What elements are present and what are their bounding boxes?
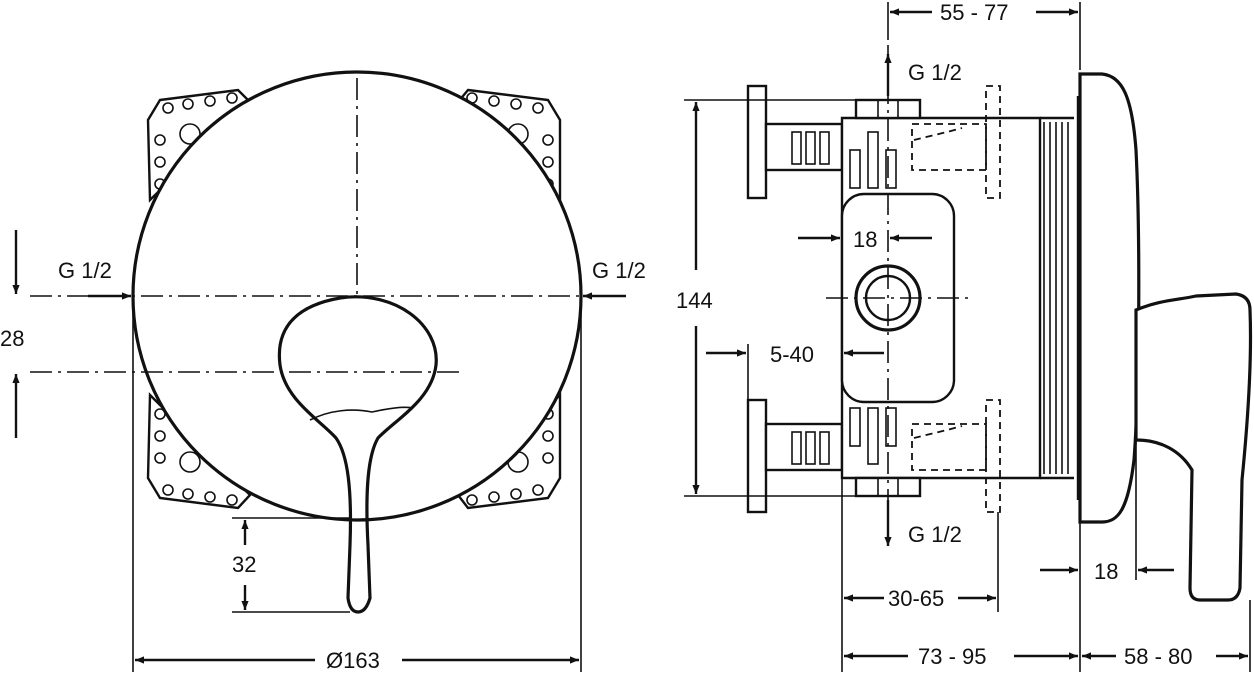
top-outlet-label: G 1/2: [908, 60, 962, 85]
dim-73-95-label: 73 - 95: [918, 644, 987, 669]
left-inlet-label: G 1/2: [58, 258, 112, 283]
dim-5-40-label: 5-40: [770, 342, 814, 367]
pipe-connector-bottom: [764, 422, 844, 472]
connector-slots-top: [791, 131, 830, 165]
dim-144-label: 144: [676, 288, 713, 313]
cover-plate-profile: [1078, 72, 1141, 524]
dim-55-77-label: 55 - 77: [940, 0, 1009, 25]
lever-handle: [277, 295, 438, 614]
bottom-outlet-label: G 1/2: [908, 522, 962, 547]
body-threads: [1040, 116, 1074, 480]
dim-58-80-label: 58 - 80: [1124, 644, 1193, 669]
dim-30-65-label: 30-65: [888, 586, 944, 611]
right-inlet-label: G 1/2: [592, 258, 646, 283]
side-view: G 1/2 G 1/2 55 - 77 144 18 5-40 18 3: [676, 0, 1253, 672]
dim-18-handle-label: 18: [1094, 559, 1118, 584]
body-slots-top: [849, 131, 897, 189]
lever-inner-curve: [309, 406, 413, 421]
dim-28-label: 28: [0, 326, 24, 351]
dashed-mounting-tabs: [911, 85, 1001, 513]
connector-slots-bottom: [791, 431, 830, 465]
flange-top: [746, 84, 768, 200]
dim-18-inner-label: 18: [853, 227, 877, 252]
dim-diameter-label: Ø163: [326, 648, 380, 673]
front-view: G 1/2 G 1/2 28 32 Ø163: [0, 70, 646, 673]
handle-profile: [1134, 292, 1253, 602]
body-slots-bottom: [849, 407, 897, 465]
dim-32-label: 32: [232, 552, 256, 577]
pipe-connector-top: [764, 122, 844, 172]
